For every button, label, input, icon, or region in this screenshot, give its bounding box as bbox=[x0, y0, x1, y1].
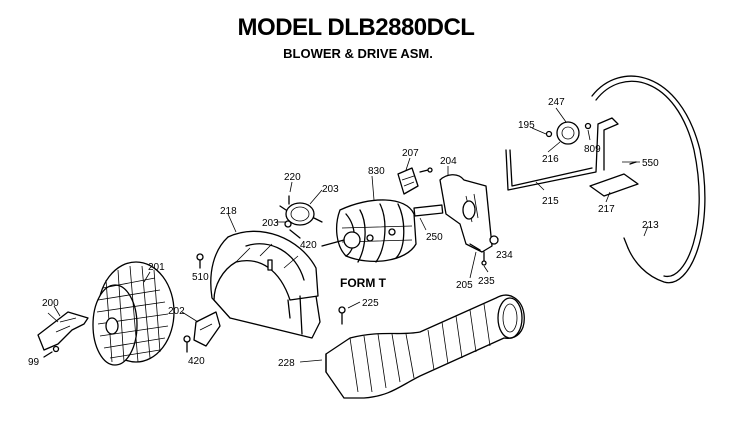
part-label-201: 201 bbox=[148, 262, 165, 273]
part-label-200: 200 bbox=[42, 298, 59, 309]
blower-housing-218-drawing bbox=[210, 230, 321, 339]
motor-mount-204-205-drawing bbox=[439, 174, 493, 253]
form-label: FORM T bbox=[340, 276, 387, 290]
part-label-420-upper: 420 bbox=[300, 240, 317, 251]
part-label-250: 250 bbox=[426, 232, 443, 243]
motor-clamps-drawing bbox=[279, 195, 323, 239]
part-label-99: 99 bbox=[28, 357, 40, 368]
part-label-220: 220 bbox=[284, 172, 301, 183]
switch-207-drawing bbox=[397, 167, 433, 195]
part-label-228: 228 bbox=[278, 358, 295, 369]
part-label-203-upper: 203 bbox=[322, 184, 339, 195]
part-label-203-lower: 203 bbox=[262, 218, 279, 229]
part-label-202: 202 bbox=[168, 306, 185, 317]
part-label-830: 830 bbox=[368, 166, 385, 177]
bracket-202-drawing bbox=[183, 311, 221, 353]
part-label-420-lower: 420 bbox=[188, 356, 205, 367]
part-label-809: 809 bbox=[584, 144, 601, 155]
part-label-550: 550 bbox=[642, 158, 659, 169]
part-label-195: 195 bbox=[518, 120, 535, 131]
part-label-225: 225 bbox=[362, 298, 379, 309]
part-label-216: 216 bbox=[542, 154, 559, 165]
bracket-200-drawing bbox=[37, 311, 89, 353]
part-label-247: 247 bbox=[548, 97, 565, 108]
idler-assembly-drawing bbox=[505, 117, 639, 197]
part-label-213: 213 bbox=[642, 220, 659, 231]
exhaust-duct-228-drawing bbox=[325, 294, 525, 399]
page-subtitle: BLOWER & DRIVE ASM. bbox=[283, 46, 433, 61]
part-number-labels: 99 200 201 202 420 510 218 220 203 203 4… bbox=[28, 97, 659, 369]
screw-225-drawing bbox=[338, 306, 346, 325]
part-label-205: 205 bbox=[456, 280, 473, 291]
drive-motor-830-drawing bbox=[321, 199, 444, 263]
drive-belt-213-drawing bbox=[591, 75, 706, 284]
blower-wheel-201-drawing bbox=[92, 261, 175, 366]
part-label-510: 510 bbox=[192, 272, 209, 283]
leader-lines bbox=[53, 107, 649, 363]
clip-234-screw-235-drawing bbox=[481, 235, 499, 266]
part-label-207: 207 bbox=[402, 148, 419, 159]
part-label-235: 235 bbox=[478, 276, 495, 287]
part-label-234: 234 bbox=[496, 250, 513, 261]
part-label-218: 218 bbox=[220, 206, 237, 217]
screw-99-drawing bbox=[43, 351, 53, 358]
page-title: MODEL DLB2880DCL bbox=[237, 14, 475, 41]
part-label-215: 215 bbox=[542, 196, 559, 207]
part-label-204: 204 bbox=[440, 156, 457, 167]
screw-510-drawing bbox=[196, 253, 204, 269]
part-label-217: 217 bbox=[598, 204, 615, 215]
